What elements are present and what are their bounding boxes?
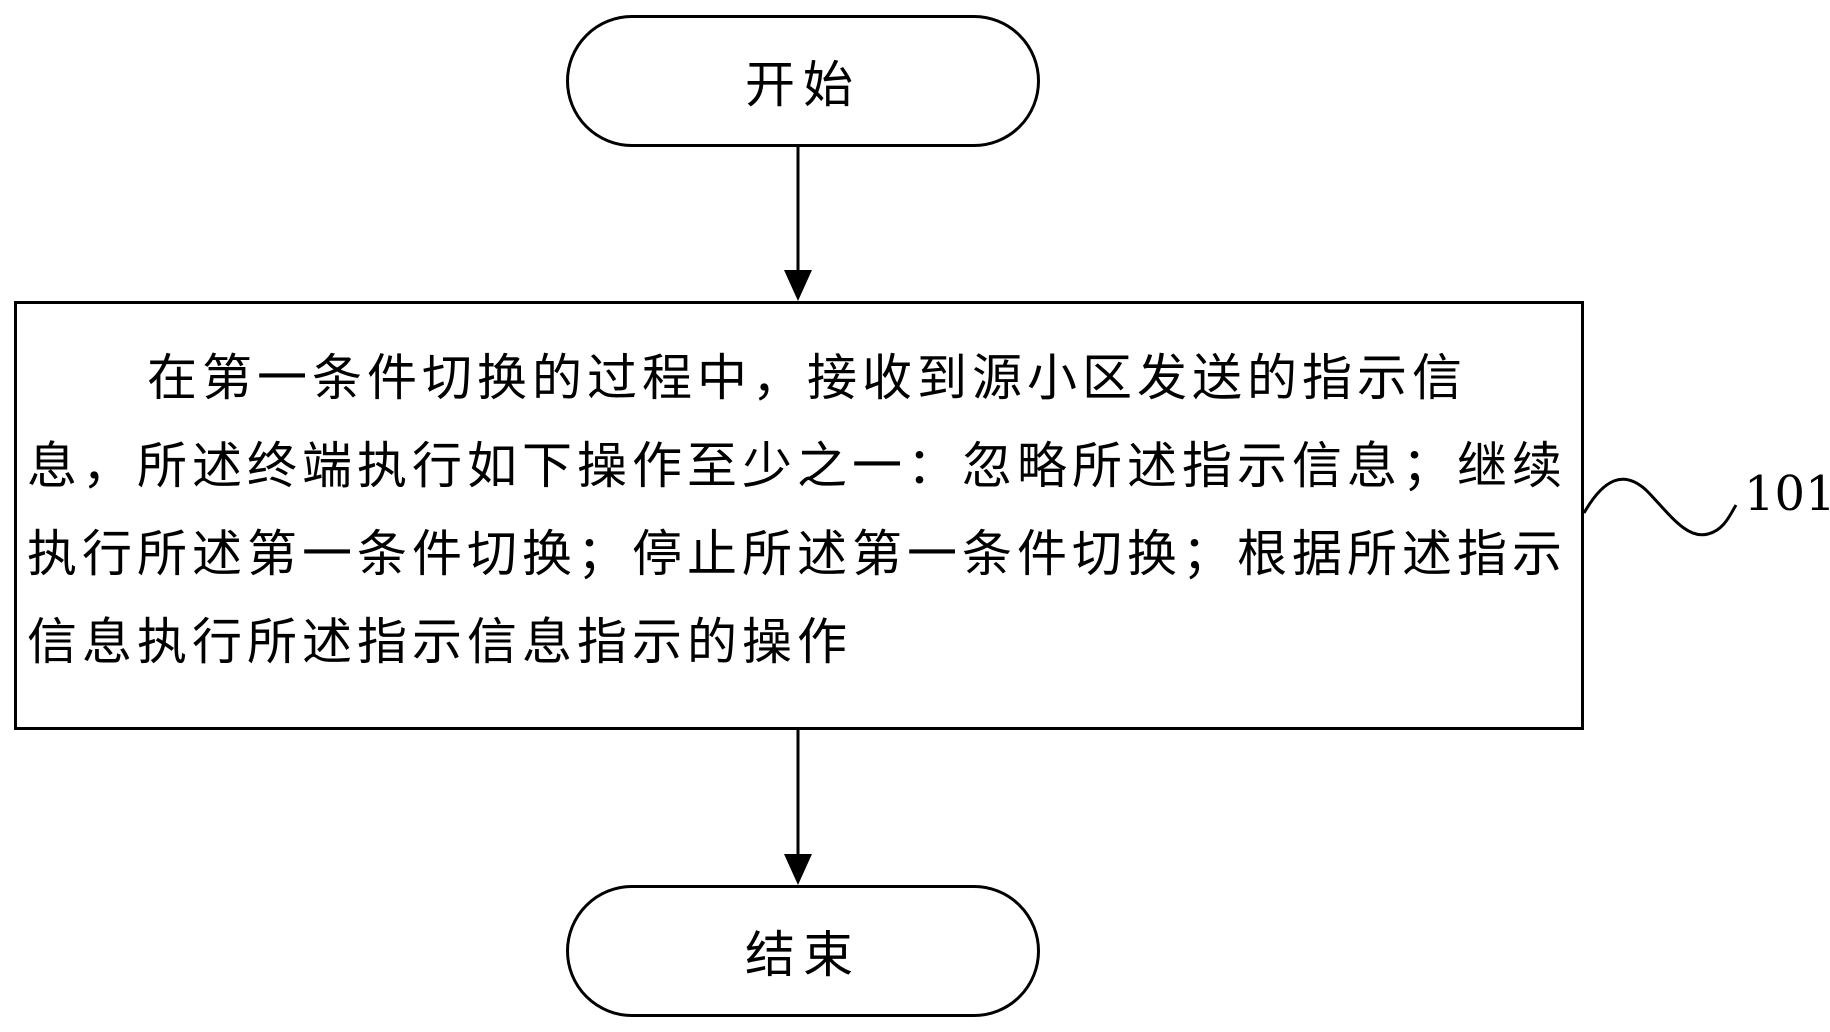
end-label: 结束 — [745, 926, 861, 984]
end-terminal: 结束 — [566, 885, 1040, 1017]
start-label: 开始 — [745, 56, 861, 114]
process-text: 在第一条件切换的过程中，接收到源小区发送的指示信息，所述终端执行如下操作至少之一… — [27, 349, 1567, 671]
arrow-start-to-process-head — [784, 270, 812, 301]
reference-leader-line — [1582, 477, 1738, 537]
start-terminal: 开始 — [566, 15, 1040, 147]
arrow-process-to-end-head — [784, 854, 812, 885]
reference-label: 101 — [1744, 466, 1830, 522]
process-box-101: 在第一条件切换的过程中，接收到源小区发送的指示信息，所述终端执行如下操作至少之一… — [14, 301, 1584, 730]
